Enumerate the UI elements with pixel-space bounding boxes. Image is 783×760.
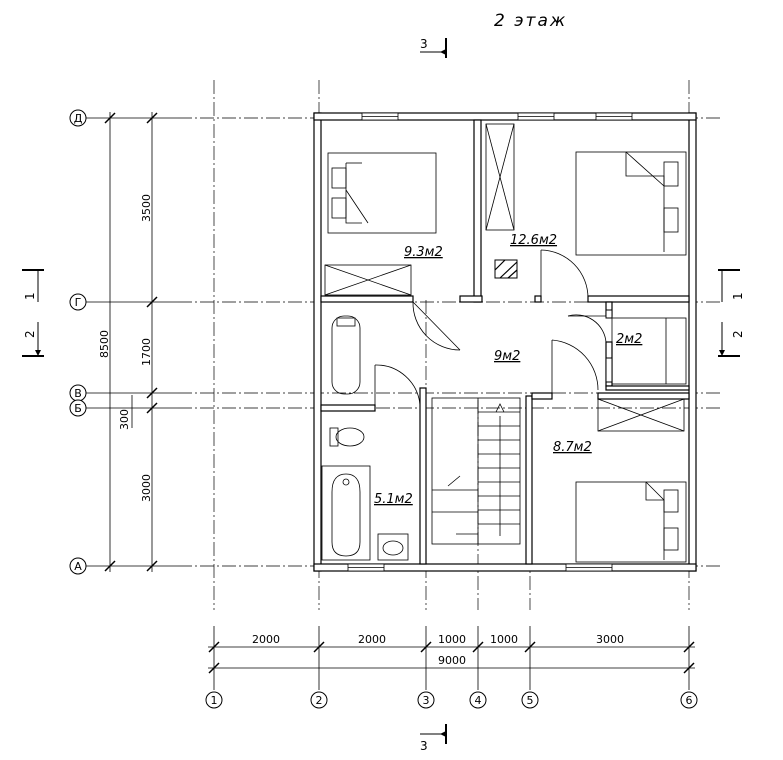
room-area-closet: 2м2	[616, 332, 642, 347]
section-mark-bottom: 3	[420, 724, 447, 753]
svg-text:2000: 2000	[358, 633, 386, 646]
room-area-bedroom-se: 8.7м2	[553, 440, 592, 455]
plan-title: 2 этаж	[494, 11, 567, 31]
staircase	[431, 397, 521, 545]
room-area-bedroom-ne: 12.6м2	[510, 233, 557, 248]
vent-icon	[605, 357, 613, 383]
svg-text:1000: 1000	[438, 633, 466, 646]
svg-text:3500: 3500	[140, 194, 153, 222]
axis-label: Д	[74, 112, 83, 125]
windows	[347, 112, 633, 572]
svg-text:3: 3	[420, 739, 428, 753]
section-mark-top: 3	[420, 37, 447, 58]
section-mark-left: 1 2	[22, 269, 44, 357]
svg-text:2: 2	[23, 330, 37, 338]
doors	[374, 249, 607, 406]
axis-label: Г	[75, 296, 82, 309]
left-axis-labels: Д Г В Б А	[69, 109, 178, 575]
room-area-hall: 9м2	[494, 349, 520, 364]
closet-shelves	[611, 317, 687, 385]
axis-label: В	[74, 387, 82, 400]
room-area-bedroom-nw: 9.3м2	[404, 245, 443, 260]
axis-label: 2	[316, 694, 323, 707]
axis-label: 4	[475, 694, 482, 707]
svg-text:1: 1	[23, 292, 37, 300]
axis-label: 6	[686, 694, 693, 707]
heater-icon	[494, 259, 518, 279]
svg-text:300: 300	[118, 409, 131, 430]
vent-icon	[605, 309, 613, 319]
wardrobe-nw	[324, 264, 412, 296]
svg-text:3: 3	[420, 37, 428, 51]
walls	[313, 112, 697, 572]
axis-label: А	[74, 560, 82, 573]
svg-text:1700: 1700	[140, 338, 153, 366]
axis-label: Б	[74, 402, 82, 415]
section-mark-right: 1 2	[718, 269, 745, 357]
svg-text:3000: 3000	[140, 474, 153, 502]
horizontal-dimensions: 2000 2000 1000 1000 3000 9000	[208, 626, 695, 690]
toilet	[329, 427, 365, 447]
bed-ne	[575, 151, 687, 256]
svg-text:1: 1	[731, 292, 745, 300]
axis-label: 3	[423, 694, 430, 707]
svg-text:2000: 2000	[252, 633, 280, 646]
bottom-axis-labels: 1 2 3 4 5 6	[205, 691, 698, 709]
sink	[377, 533, 409, 561]
bed-se	[575, 481, 687, 563]
bathtub-upper	[331, 315, 361, 395]
svg-text:1000: 1000	[490, 633, 518, 646]
room-area-bathroom: 5.1м2	[374, 492, 413, 507]
wardrobe-ne	[485, 123, 515, 231]
bathtub	[321, 465, 371, 561]
svg-text:9000: 9000	[438, 654, 466, 667]
vertical-dimensions: 3500 1700 300 3000 8500	[98, 112, 158, 572]
svg-text:2: 2	[731, 330, 745, 338]
wardrobe-se	[597, 398, 685, 432]
bed-nw	[327, 152, 437, 234]
axis-label: 1	[211, 694, 218, 707]
svg-text:8500: 8500	[98, 330, 111, 358]
axis-label: 5	[527, 694, 534, 707]
svg-text:3000: 3000	[596, 633, 624, 646]
